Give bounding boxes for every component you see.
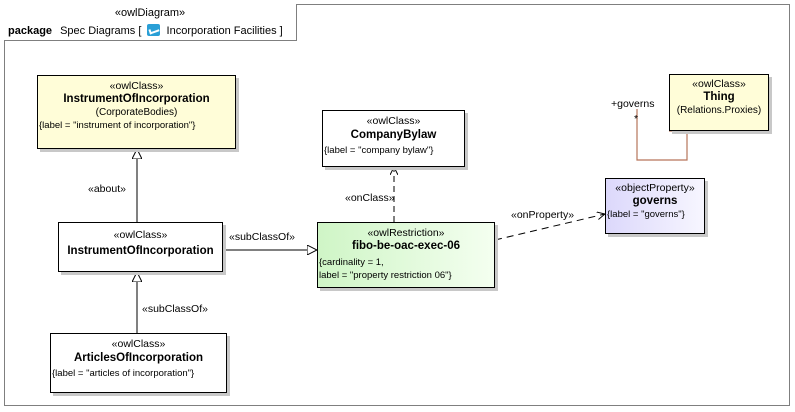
class-namespace: (CorporateBodies) — [95, 107, 178, 118]
class-company-bylaw[interactable]: «owlClass» CompanyBylaw {label = "compan… — [322, 110, 465, 167]
edge-label-about: «about» — [88, 183, 126, 195]
package-icon — [147, 24, 161, 36]
stereotype-label: «owlClass» — [692, 78, 746, 90]
restriction-tag-label: label = "property restriction 06"} — [319, 270, 452, 281]
stereotype-label: «owlClass» — [366, 115, 421, 127]
class-tag: {label = "company bylaw"} — [324, 145, 434, 156]
class-name: InstrumentOfIncorporation — [67, 245, 214, 257]
restriction-fibo-be-oac-exec-06[interactable]: «owlRestriction» fibo-be-oac-exec-06 {ca… — [317, 222, 495, 288]
class-tag: {label = "instrument of incorporation"} — [39, 120, 196, 131]
diagram-stereotype: «owlDiagram» — [114, 7, 186, 19]
class-name: CompanyBylaw — [350, 129, 437, 141]
stereotype-label: «owlClass» — [109, 80, 164, 92]
edge-label-onproperty: «onProperty» — [511, 209, 575, 221]
stereotype-label: «owlClass» — [111, 338, 166, 350]
restriction-tag-cardinality: {cardinality = 1, — [319, 257, 384, 268]
class-instrument-of-incorporation[interactable]: «owlClass» InstrumentOfIncorporation — [58, 222, 223, 272]
title-name: Incorporation Facilities — [166, 25, 277, 37]
class-namespace: (Relations.Proxies) — [676, 105, 762, 116]
edge-label-subclass-restriction: «subClassOf» — [229, 231, 295, 243]
edge-governs-self — [636, 109, 688, 161]
object-property-governs[interactable]: «objectProperty» governs {label = "gover… — [605, 178, 705, 234]
class-instrument-of-incorporation-corporate-bodies[interactable]: «owlClass» InstrumentOfIncorporation (Co… — [37, 75, 236, 149]
stereotype-label: «owlRestriction» — [367, 227, 445, 239]
class-articles-of-incorporation[interactable]: «owlClass» ArticlesOfIncorporation {labe… — [50, 333, 227, 393]
stereotype-label: «owlClass» — [113, 229, 168, 241]
multiplicity-label: * — [634, 113, 639, 125]
edge-onproperty — [494, 214, 605, 241]
restriction-name: fibo-be-oac-exec-06 — [351, 240, 460, 252]
class-name: ArticlesOfIncorporation — [73, 352, 204, 364]
edge-label-subclass-articles: «subClassOf» — [142, 303, 208, 315]
property-tag: {label = "governs"} — [607, 209, 685, 220]
title-suffix: ] — [279, 25, 283, 37]
class-name: Thing — [703, 91, 735, 103]
diagram-title: package Spec Diagrams [ Incorporation Fa… — [8, 24, 283, 37]
stereotype-label: «objectProperty» — [615, 182, 695, 194]
property-name: governs — [632, 195, 678, 207]
diagram-header: «owlDiagram» package Spec Diagrams [ Inc… — [4, 4, 297, 41]
edge-label-onclass: «onClass» — [345, 192, 395, 204]
title-prefix: Spec Diagrams [ — [60, 25, 142, 37]
package-keyword: package — [8, 25, 53, 37]
class-name: InstrumentOfIncorporation — [63, 93, 210, 105]
role-label-governs: +governs — [611, 98, 655, 110]
class-thing[interactable]: «owlClass» Thing (Relations.Proxies) — [669, 74, 769, 131]
class-tag: {label = "articles of incorporation"} — [52, 368, 195, 379]
